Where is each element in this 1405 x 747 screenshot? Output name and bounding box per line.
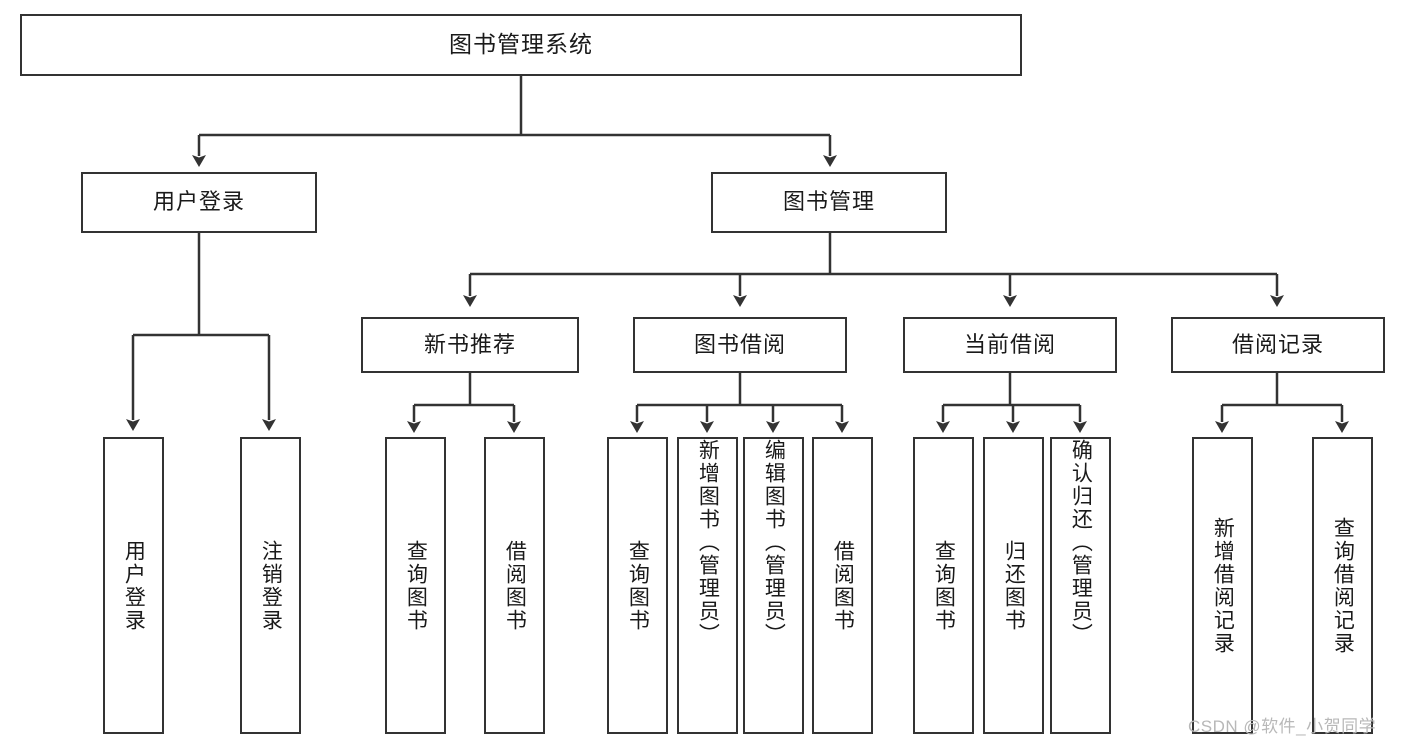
node-label: 用户登录: [122, 539, 146, 632]
leaf-user-logout[interactable]: 注销登录: [240, 437, 301, 734]
node-label: 用户登录: [152, 189, 245, 215]
node-label: 新增图书（管理员）: [696, 439, 720, 646]
node-label: 编辑图书（管理员）: [762, 439, 786, 646]
node-label: 当前借阅: [963, 331, 1056, 357]
node-label: 新增借阅记录: [1211, 516, 1235, 655]
node-label: 注销登录: [259, 539, 283, 632]
node-root-library-system[interactable]: 图书管理系统: [20, 14, 1022, 76]
node-label: 借阅记录: [1231, 331, 1324, 357]
node-label: 借阅图书: [503, 539, 527, 632]
node-new-book-recommendation[interactable]: 新书推荐: [361, 317, 579, 373]
leaf-query-book-rec[interactable]: 查询图书: [385, 437, 446, 734]
node-label: 查询借阅记录: [1331, 516, 1355, 655]
node-label: 图书管理: [782, 189, 875, 215]
leaf-user-login[interactable]: 用户登录: [103, 437, 164, 734]
node-borrow-record[interactable]: 借阅记录: [1171, 317, 1385, 373]
node-book-management[interactable]: 图书管理: [711, 172, 947, 233]
node-label: 图书借阅: [693, 331, 786, 357]
leaf-query-borrow-record[interactable]: 查询借阅记录: [1312, 437, 1373, 734]
leaf-confirm-return-admin[interactable]: 确认归还（管理员）: [1050, 437, 1111, 734]
leaf-borrow-book[interactable]: 借阅图书: [812, 437, 873, 734]
node-label: 新书推荐: [423, 331, 516, 357]
leaf-borrow-book-rec[interactable]: 借阅图书: [484, 437, 545, 734]
node-label: 图书管理系统: [449, 31, 593, 58]
leaf-edit-book-admin[interactable]: 编辑图书（管理员）: [743, 437, 804, 734]
node-current-borrow[interactable]: 当前借阅: [903, 317, 1117, 373]
node-label: 借阅图书: [831, 539, 855, 632]
leaf-query-book-current[interactable]: 查询图书: [913, 437, 974, 734]
leaf-query-book-borrow[interactable]: 查询图书: [607, 437, 668, 734]
node-label: 查询图书: [404, 539, 428, 632]
watermark-text: CSDN @软件_小贺同学: [1188, 717, 1377, 736]
node-label: 查询图书: [932, 539, 956, 632]
node-label: 查询图书: [626, 539, 650, 632]
node-label: 归还图书: [1002, 539, 1026, 632]
leaf-add-borrow-record[interactable]: 新增借阅记录: [1192, 437, 1253, 734]
node-label: 确认归还（管理员）: [1069, 439, 1093, 646]
node-user-login[interactable]: 用户登录: [81, 172, 317, 233]
node-book-borrow[interactable]: 图书借阅: [633, 317, 847, 373]
leaf-return-book[interactable]: 归还图书: [983, 437, 1044, 734]
leaf-add-book-admin[interactable]: 新增图书（管理员）: [677, 437, 738, 734]
